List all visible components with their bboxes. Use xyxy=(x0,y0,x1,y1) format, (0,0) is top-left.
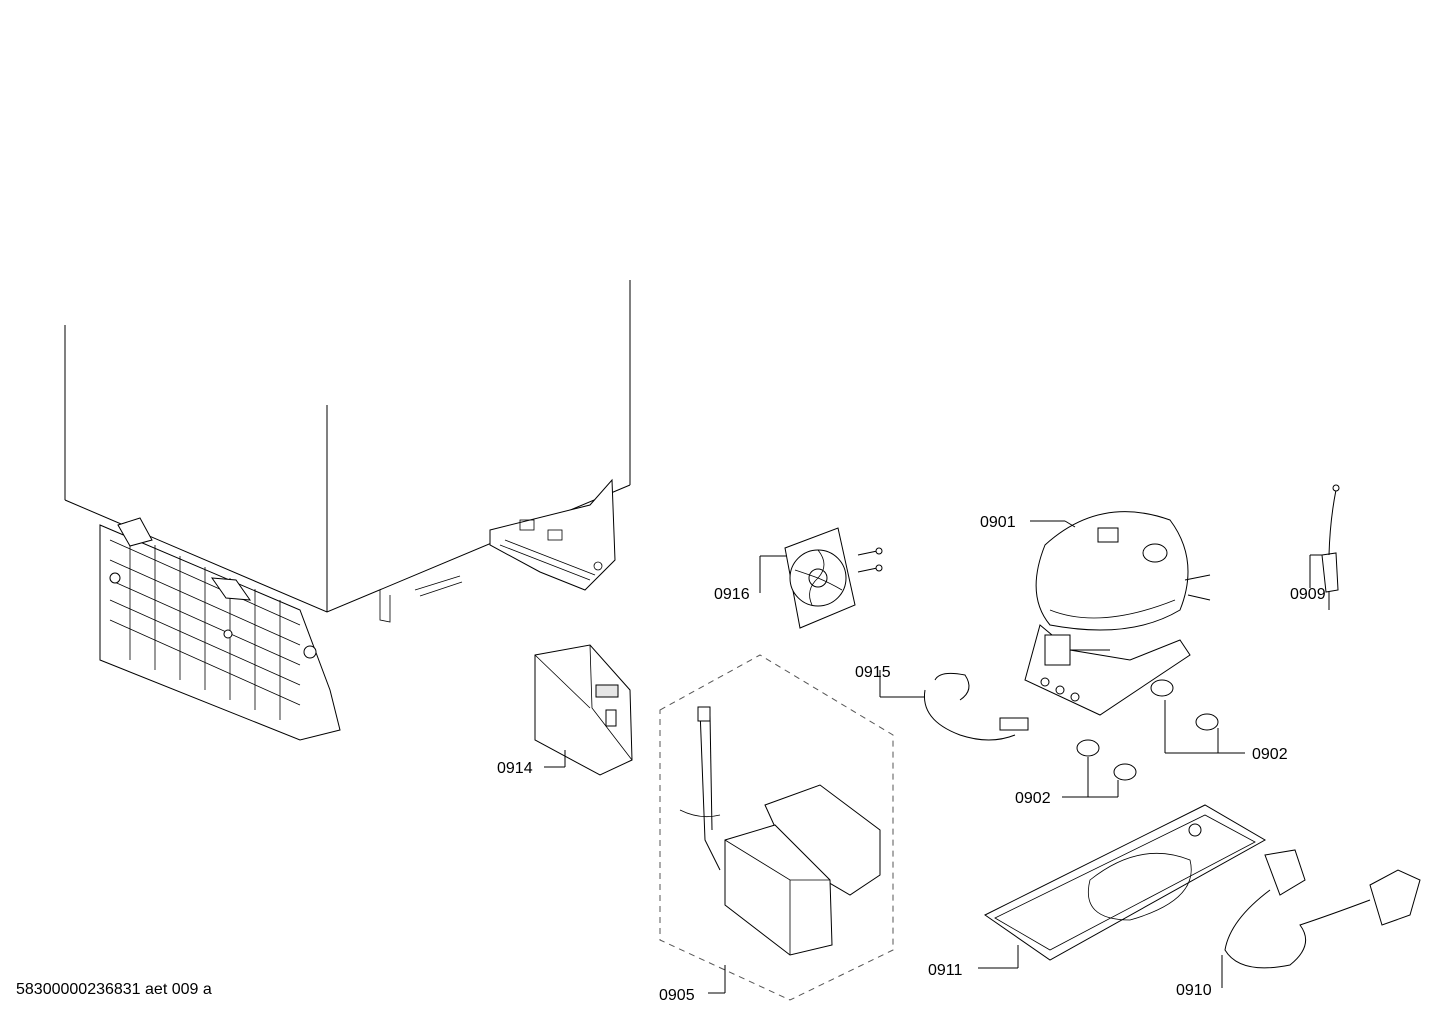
part-0909-sensor xyxy=(1321,484,1340,610)
callout-0910: 0910 xyxy=(1176,982,1212,999)
callout-0916: 0916 xyxy=(714,586,750,603)
part-0905-starter-group xyxy=(659,654,894,1001)
callout-labels: 0901 0916 0909 0915 0902 0914 0902 0911 … xyxy=(497,514,1326,1004)
callout-0911: 0911 xyxy=(928,962,963,979)
drawing-reference-code: 58300000236831 aet 009 a xyxy=(16,981,212,998)
callout-0902-a: 0902 xyxy=(1252,746,1288,763)
part-0901-compressor xyxy=(1024,511,1211,716)
callout-0901: 0901 xyxy=(980,514,1016,531)
appliance-cabinet-base xyxy=(64,280,631,741)
part-0910-power-cord xyxy=(1224,849,1421,969)
callout-leaders xyxy=(544,520,1322,994)
callout-0905: 0905 xyxy=(659,987,695,1004)
callout-0915: 0915 xyxy=(855,664,891,681)
callout-0902-b: 0902 xyxy=(1015,790,1051,807)
callout-0909: 0909 xyxy=(1290,586,1326,603)
part-0915-cable xyxy=(923,672,1029,741)
part-0911-base-plate xyxy=(984,804,1267,961)
callout-0914: 0914 xyxy=(497,760,533,777)
part-0902-grommets xyxy=(1076,679,1219,781)
part-0916-fan xyxy=(784,527,883,629)
part-0914-electronic-module xyxy=(534,644,633,776)
